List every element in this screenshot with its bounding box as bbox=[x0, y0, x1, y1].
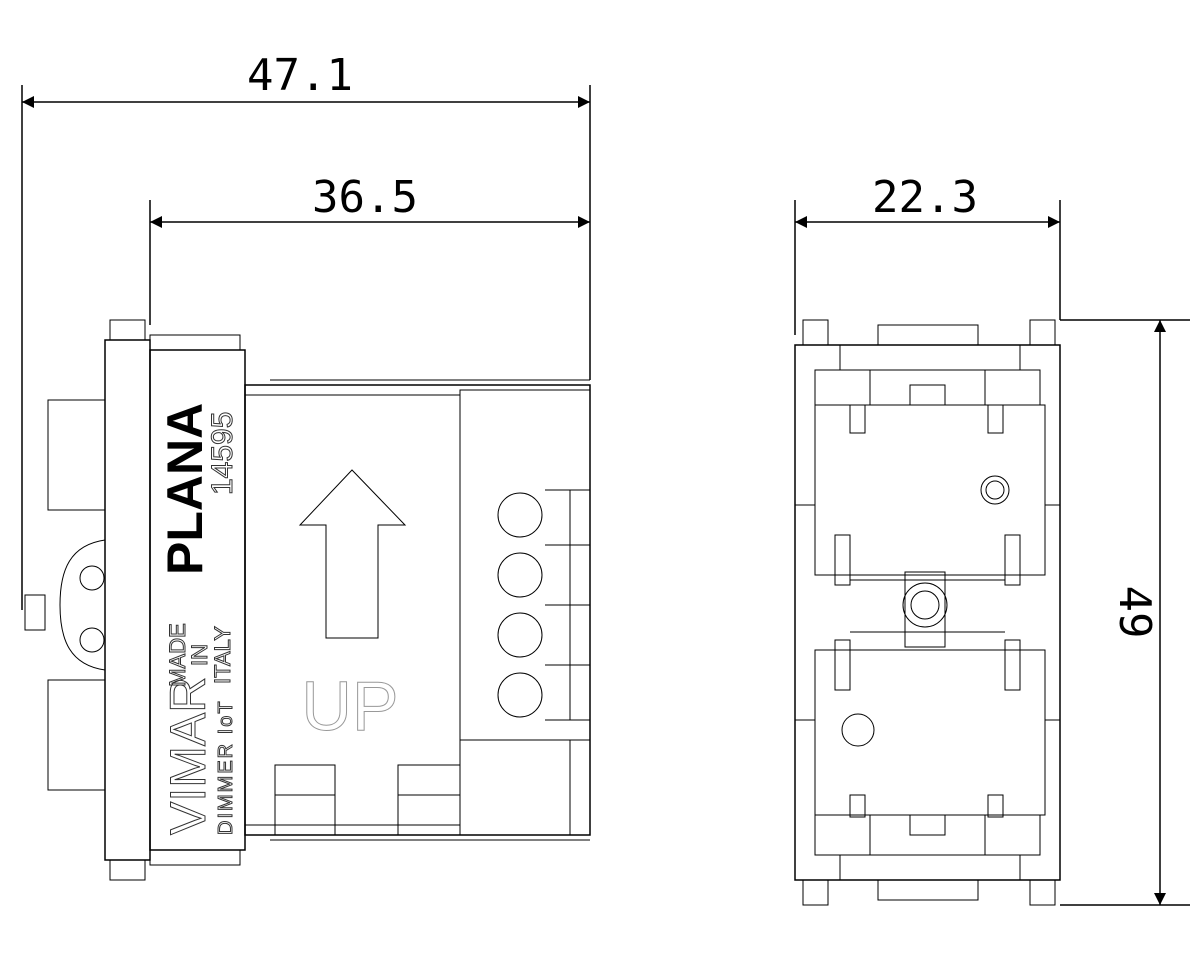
dimension-label: 47.1 bbox=[247, 50, 353, 101]
product-label: PLANA 14595 MADE IN ITALY VIMAR DIMMER I… bbox=[157, 403, 240, 836]
brand-name: VIMAR bbox=[160, 677, 216, 835]
dimension-overall-depth: 47.1 bbox=[21, 50, 591, 610]
dimension-height: 49 bbox=[1060, 319, 1190, 906]
up-arrow-icon bbox=[298, 469, 407, 639]
dimension-body-depth: 36.5 bbox=[149, 172, 590, 325]
series-name: PLANA bbox=[157, 403, 213, 575]
up-marking: UP bbox=[301, 667, 398, 745]
dimension-label: 22.3 bbox=[872, 172, 978, 223]
side-view: UP PLANA 14595 MADE IN ITALY VIMAR DIMME… bbox=[24, 319, 591, 881]
product-code: 14595 bbox=[206, 412, 239, 495]
rear-view bbox=[794, 319, 1061, 906]
dimension-label: 36.5 bbox=[312, 172, 418, 223]
origin-line: MADE bbox=[165, 623, 190, 687]
product-name: DIMMER IoT bbox=[215, 699, 237, 835]
dimension-width: 22.3 bbox=[794, 172, 1061, 335]
terminal-screws bbox=[497, 489, 590, 721]
origin-line: ITALY bbox=[210, 626, 235, 684]
origin-line: IN bbox=[187, 644, 212, 666]
dimension-label: 49 bbox=[1109, 586, 1160, 639]
